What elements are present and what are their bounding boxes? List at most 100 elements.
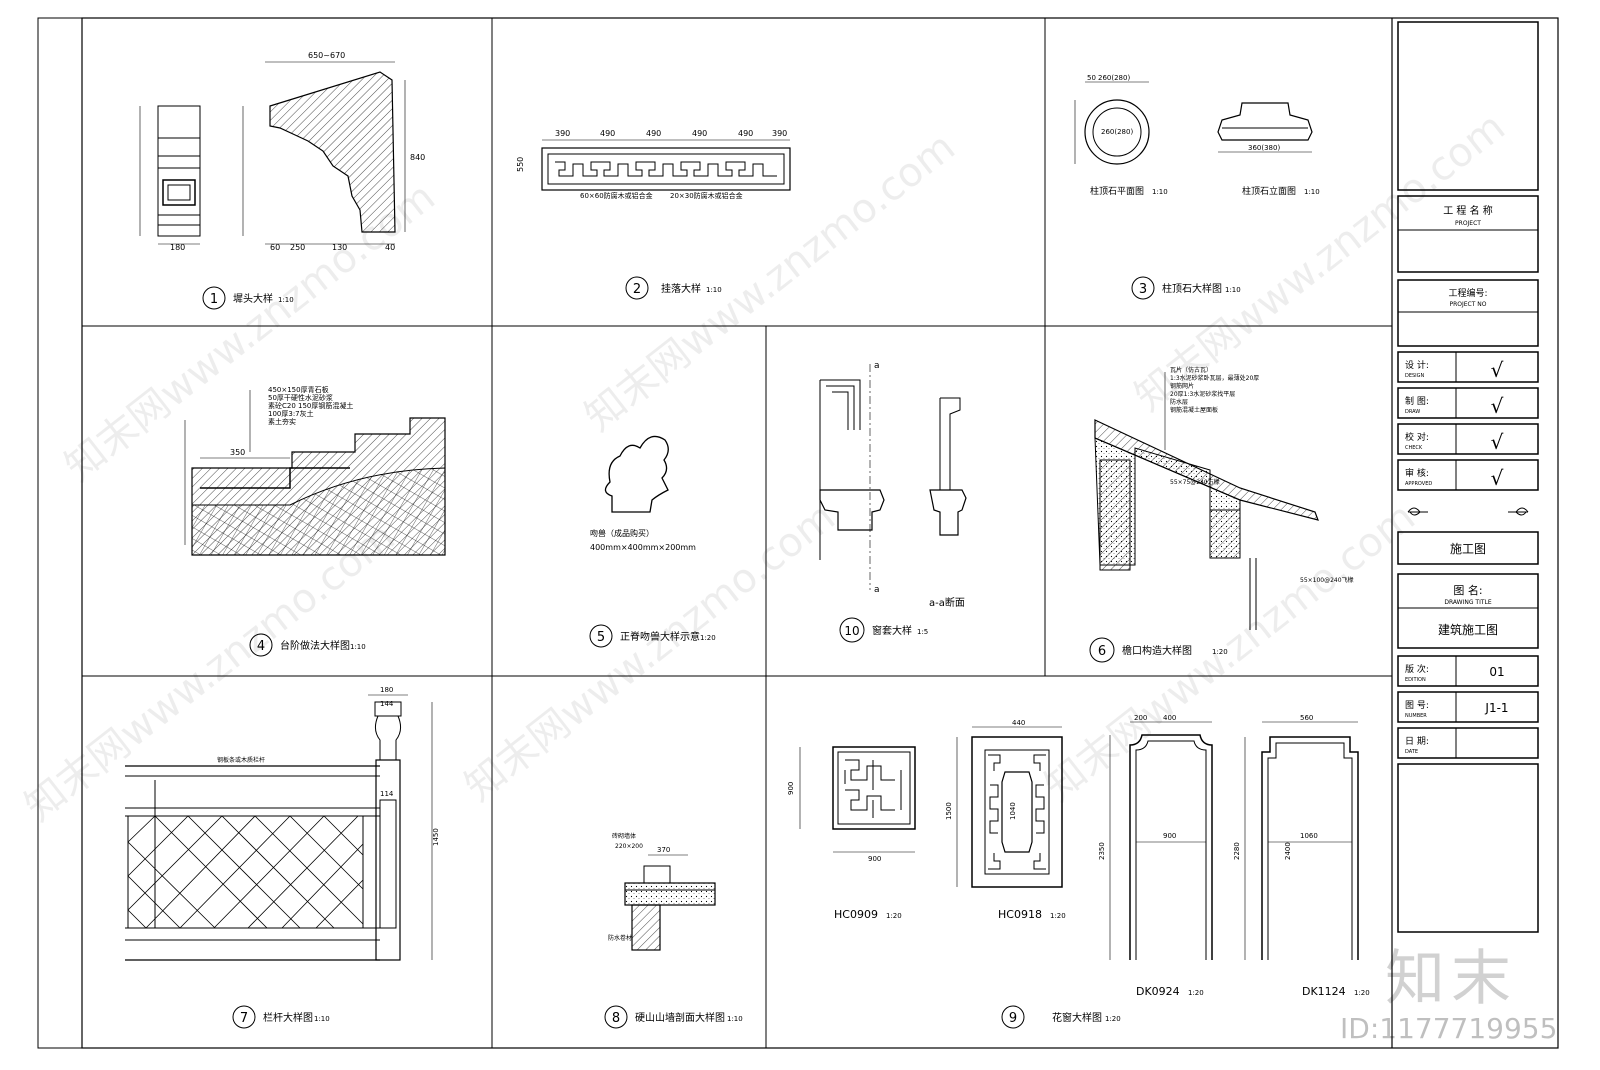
panel-scale: 1:10 <box>278 296 294 304</box>
watermark-id: ID:1177719955 <box>1340 1012 1558 1045</box>
dk0924-scale: 1:20 <box>1188 989 1204 997</box>
eave-note-4: 20厚1:3水泥砂浆找平层 <box>1170 390 1235 398</box>
panel-scale: 1:5 <box>917 628 928 636</box>
panel-title-7: 7 栏杆大样图 1:10 <box>232 1005 330 1029</box>
date-label: 日 期: <box>1405 736 1429 747</box>
dim-840: 840 <box>410 153 425 162</box>
hc0909-label: HC0909 <box>834 908 878 921</box>
panel-9-drawing: 900 900 HC0909 1:20 440 1500 1040 HC0918… <box>787 714 1370 998</box>
dim-260-280: 260(280) <box>1101 128 1133 136</box>
panel-number: 1 <box>210 292 218 307</box>
section-aa-label: a-a断面 <box>929 596 965 609</box>
panel-title: 柱顶石大样图 <box>1162 282 1222 295</box>
panel-scale: 1:10 <box>727 1015 743 1023</box>
panel-title: 窗套大样 <box>872 624 912 637</box>
design-check-mark: √ <box>1491 358 1504 382</box>
drawing-no-value: J1-1 <box>1484 701 1508 715</box>
dim-60: 60 <box>270 243 280 252</box>
edition-label: 版 次: <box>1405 663 1429 675</box>
drawing-title-value: 建筑施工图 <box>1438 622 1498 637</box>
dim-390: 390 <box>555 129 570 138</box>
panel-4-drawing: 350 450×150厚青石板 50厚干硬性水泥砂浆 素砼C20 150厚钢筋混… <box>184 385 446 556</box>
check-check-mark: √ <box>1491 430 1504 454</box>
panel-1-drawing: 180 650~670 840 250 130 60 40 <box>139 51 425 252</box>
dim-130: 130 <box>332 243 347 252</box>
draw-check-mark: √ <box>1491 394 1504 418</box>
dim-50: 50 <box>1087 74 1096 82</box>
panel-title: 硬山山墙剖面大样图 <box>635 1011 725 1024</box>
dim-360-380: 360(380) <box>1248 144 1280 152</box>
drawing-title-label: 图 名: <box>1453 583 1482 597</box>
zhuding-elev-scale: 1:10 <box>1304 188 1320 196</box>
panel-title-10: 10 窗套大样 1:5 <box>839 617 928 643</box>
panel-scale: 1:10 <box>706 286 722 294</box>
zhuding-elev-label: 柱顶石立面图 <box>1242 185 1296 197</box>
panel-number: 2 <box>633 282 641 297</box>
wall-note-1: 砖砌墙体 <box>612 832 636 840</box>
hc0909-scale: 1:20 <box>886 912 902 920</box>
panel-number: 8 <box>612 1011 620 1026</box>
eave-note-3: 钢筋网片 <box>1170 382 1194 390</box>
eave-note-1: 瓦片（仿古瓦） <box>1170 366 1212 374</box>
dim-2350: 2350 <box>1098 842 1106 860</box>
dim-370: 370 <box>657 846 670 854</box>
dim-900: 900 <box>868 855 881 863</box>
eave-note-7: 55×75@240方椽 <box>1170 478 1220 486</box>
dim-390: 390 <box>772 129 787 138</box>
date-en: DATE <box>1405 749 1418 755</box>
panel-scale: 1:10 <box>1225 286 1241 294</box>
dim-2280: 2280 <box>1233 842 1241 860</box>
drawing-title-en: DRAWING TITLE <box>1444 599 1492 606</box>
dim-1060: 1060 <box>1300 832 1318 840</box>
wenshou-note-1: 吻兽（成品购买） <box>590 528 654 538</box>
dim-40: 40 <box>385 243 395 252</box>
panel-number: 7 <box>240 1011 248 1026</box>
title-block: 工 程 名 称 PROJECT 工程编号: PROJECT NO 设 计: DE… <box>1397 21 1539 933</box>
panel-number: 5 <box>597 630 605 645</box>
edition-value: 01 <box>1489 665 1504 679</box>
check-en: CHECK <box>1405 445 1423 451</box>
section-mark-a: a <box>874 585 880 595</box>
panel-title: 正脊吻兽大样示意 <box>620 630 700 643</box>
scroll-ornament-icon <box>1407 507 1529 516</box>
draw-en: DRAW <box>1405 409 1420 415</box>
approve-en: APPROVED <box>1405 481 1432 487</box>
project-name-en: PROJECT <box>1455 220 1481 227</box>
panel-title-5: 5 正脊吻兽大样示意 1:20 <box>589 624 716 648</box>
dim-250: 250 <box>290 243 305 252</box>
panel-number: 6 <box>1098 644 1106 659</box>
rail-note: 钢板条或木质栏杆 <box>217 756 265 764</box>
approve-label: 审 核: <box>1405 467 1429 479</box>
step-note-5: 素土夯实 <box>268 417 296 426</box>
panel-scale: 1:10 <box>350 643 366 651</box>
eave-note-6: 钢筋混凝土屋面板 <box>1170 406 1218 414</box>
panel-title: 墀头大样 <box>233 292 273 305</box>
step-note-4: 100厚3:7灰土 <box>268 409 314 418</box>
panel-5-drawing: 吻兽（成品购买） 400mm×400mm×200mm <box>590 435 696 552</box>
panel-title-4: 4 台阶做法大样图 1:10 <box>249 633 366 657</box>
panel-title: 栏杆大样图 <box>263 1011 313 1024</box>
panel-number: 3 <box>1139 282 1147 297</box>
dim-350: 350 <box>230 448 245 457</box>
panel-title-2: 2 挂落大样 1:10 <box>625 276 722 300</box>
wenshou-note-2: 400mm×400mm×200mm <box>590 543 696 552</box>
dk1124-label: DK1124 <box>1302 985 1346 998</box>
dk1124-scale: 1:20 <box>1354 989 1370 997</box>
wall-note-2: 防水卷材 <box>608 934 632 942</box>
drawing-no-en: NUMBER <box>1405 713 1427 719</box>
dim-260-280: 260(280) <box>1098 74 1130 82</box>
dim-560: 560 <box>1300 714 1313 722</box>
panel-8-drawing: 370 220×200 砖砌墙体 防水卷材 <box>608 832 716 951</box>
panel-3-drawing: 260(280) 50 260(280) 柱顶石平面图 1:10 360(380… <box>1074 74 1320 197</box>
dim-440: 440 <box>1012 719 1025 727</box>
dim-650: 650~670 <box>308 51 345 60</box>
design-en: DESIGN <box>1405 373 1425 379</box>
zhuding-plan-scale: 1:10 <box>1152 188 1168 196</box>
dim-114: 114 <box>380 790 394 798</box>
eave-note-8: 55×100@240飞椽 <box>1300 576 1354 584</box>
edition-en: EDITION <box>1405 677 1426 683</box>
dim-200: 200 <box>1134 714 1147 722</box>
step-note-1: 450×150厚青石板 <box>268 385 329 394</box>
watermark-logo: 知末 <box>1385 944 1517 1014</box>
